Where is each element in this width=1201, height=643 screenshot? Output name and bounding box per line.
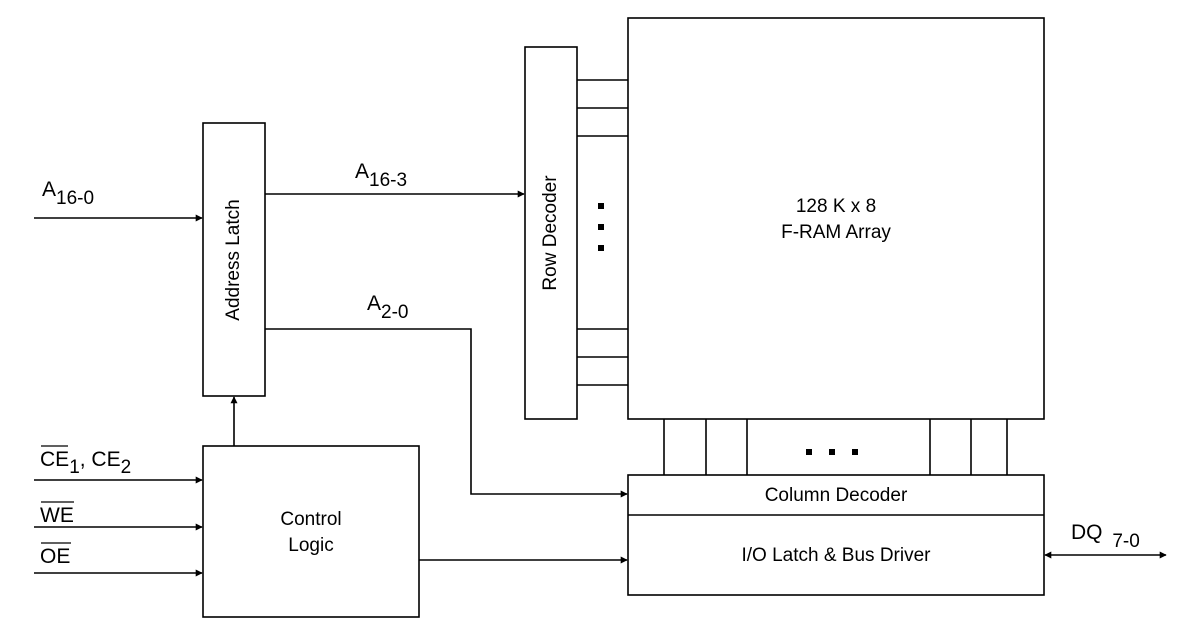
io-latch-label: I/O Latch & Bus Driver: [741, 545, 931, 566]
a2-0-arrow: [265, 328, 628, 498]
we-label: WE: [40, 504, 74, 527]
column-lines-horizontal-ellipsis: [806, 449, 858, 455]
address-latch-label: Address Latch: [223, 199, 244, 320]
row-decoder-label: Row Decoder: [540, 175, 561, 291]
fram-array-block: [627, 17, 1045, 420]
row-decoder-block: [524, 46, 578, 420]
oe-label: OE: [40, 545, 70, 568]
control-logic-block: [202, 445, 420, 618]
a16-3-label: A16-3: [355, 160, 407, 191]
a2-0-label: A2-0: [367, 292, 408, 323]
control-logic-label-line1: Control: [280, 509, 341, 530]
dq-label: DQ 7-0: [1071, 521, 1140, 552]
column-bit-lines: [663, 419, 1008, 475]
column-io-block: [627, 474, 1045, 596]
row-lines-vertical-ellipsis: [598, 203, 604, 251]
a16-0-label: A16-0: [42, 178, 94, 209]
fram-array-capacity-label: 128 K x 8: [796, 196, 876, 217]
fram-array-type-label: F-RAM Array: [781, 222, 891, 243]
row-select-lines: [577, 79, 628, 386]
control-logic-label-line2: Logic: [288, 535, 333, 556]
column-decoder-label: Column Decoder: [765, 485, 908, 506]
address-latch-block: [202, 122, 266, 397]
ce-label: CE1, CE2: [40, 448, 131, 478]
